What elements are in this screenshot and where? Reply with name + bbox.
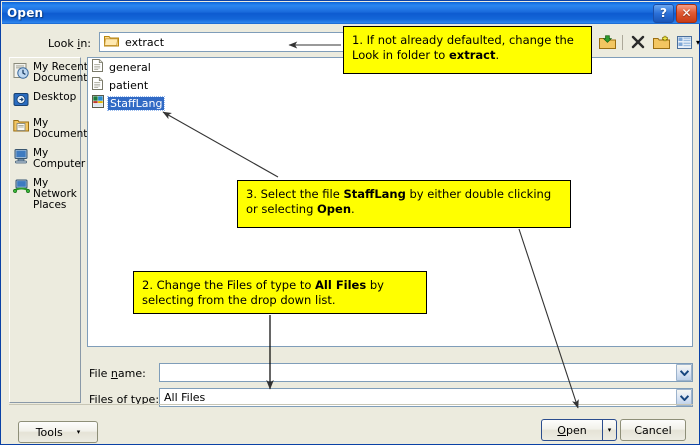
sidebar-item-my-computer[interactable]: My Computer [10, 144, 85, 174]
open-button-label: Open [557, 423, 587, 437]
files-of-type-dropdown-arrow[interactable] [676, 389, 692, 406]
callout-1-text: 1. If not already defaulted, change the … [352, 33, 574, 62]
look-in-value: extract [125, 35, 165, 49]
callout-3: 3. Select the file StaffLang by either d… [237, 180, 571, 228]
cancel-button[interactable]: Cancel [620, 419, 686, 441]
file-name-combobox[interactable] [159, 363, 693, 382]
open-button-dropdown-arrow[interactable]: ▾ [602, 419, 617, 441]
help-button[interactable]: ? [653, 3, 674, 23]
recent-documents-icon [13, 62, 30, 82]
delete-icon[interactable] [628, 32, 648, 52]
sidebar-item-my-recent-documents[interactable]: My Recent Documents [10, 58, 93, 88]
my-documents-icon [13, 118, 30, 136]
callout-2: 2. Change the Files of type to All Files… [133, 271, 427, 314]
sidebar-item-label: My Documents [33, 117, 93, 140]
sidebar-item-label: My Computer [33, 147, 86, 170]
views-dropdown-caret[interactable]: ▾ [696, 37, 700, 47]
tools-button-label: Tools [35, 425, 63, 439]
text-document-icon [92, 77, 103, 93]
sidebar-item-label: My Network Places [33, 177, 77, 211]
footer-divider [9, 404, 693, 405]
desktop-icon [13, 92, 30, 110]
toolbar-separator [622, 34, 623, 50]
callout-3-text: 3. Select the file StaffLang by either d… [246, 187, 552, 216]
network-places-icon [13, 178, 30, 197]
window-buttons: ? ✕ [653, 3, 700, 23]
views-icon[interactable] [674, 32, 694, 52]
dialog-toolbar: ▾ [597, 31, 700, 53]
list-item[interactable]: patient [88, 76, 692, 94]
my-computer-icon [13, 148, 30, 167]
sidebar-item-my-documents[interactable]: My Documents [10, 114, 93, 144]
places-sidebar: My Recent Documents Desktop [9, 57, 93, 403]
tools-button[interactable]: Tools ▾ [18, 421, 98, 443]
file-name: patient [109, 78, 149, 92]
spreadsheet-document-icon [92, 95, 104, 111]
list-item-selected[interactable]: StaffLang [88, 94, 692, 112]
sidebar-item-my-network-places[interactable]: My Network Places [10, 174, 80, 215]
folder-icon [104, 34, 119, 50]
sidebar-item-label: My Recent Documents [33, 61, 93, 84]
file-name-label: File name: [89, 367, 146, 380]
list-item[interactable]: general [88, 58, 692, 76]
file-name-dropdown-arrow[interactable] [676, 364, 692, 381]
files-of-type-label: Files of type: [89, 393, 160, 406]
callout-1: 1. If not already defaulted, change the … [343, 26, 592, 74]
up-one-level-icon[interactable] [597, 32, 617, 52]
sidebar-item-label: Desktop [33, 91, 77, 103]
new-folder-icon[interactable] [651, 32, 671, 52]
sidebar-item-desktop[interactable]: Desktop [10, 88, 80, 114]
close-button[interactable]: ✕ [676, 3, 697, 23]
open-button[interactable]: Open [541, 419, 602, 441]
look-in-label: Look in: [47, 37, 91, 50]
window-title: Open [7, 6, 44, 20]
title-bar[interactable]: Open ? ✕ [2, 2, 700, 24]
file-name: general [109, 60, 151, 74]
file-name: StaffLang [106, 95, 166, 111]
text-document-icon [92, 59, 103, 75]
files-of-type-value: All Files [164, 391, 206, 404]
callout-2-text: 2. Change the Files of type to All Files… [142, 278, 384, 307]
chevron-down-icon: ▾ [76, 428, 81, 436]
